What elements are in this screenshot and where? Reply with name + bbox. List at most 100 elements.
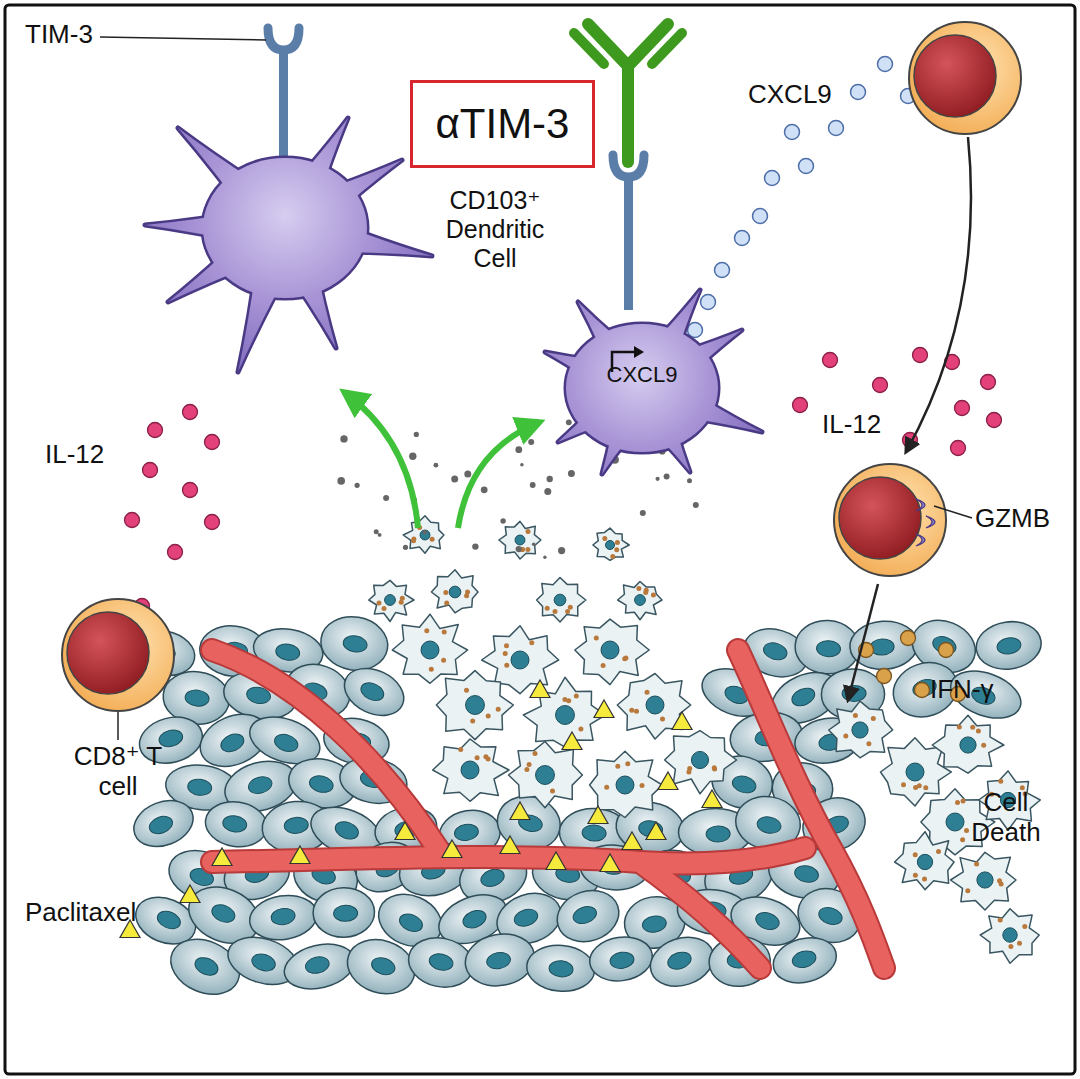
dying-cell-body <box>433 739 509 801</box>
antigen-debris <box>640 510 646 516</box>
tumor-cell-body <box>461 929 539 992</box>
antigen-debris <box>434 463 439 468</box>
cell-debris <box>936 849 941 854</box>
cell-drawing <box>145 118 432 372</box>
cxcl9-molecule <box>851 85 866 100</box>
dying-cell-body <box>575 619 649 685</box>
dying-cell <box>392 614 467 683</box>
dying-cell-body <box>537 578 586 623</box>
antibody-stem <box>622 64 634 162</box>
antigen-debris <box>423 530 427 534</box>
tumor-cell-nucleus <box>284 816 309 834</box>
paclitaxel-symbol <box>600 854 620 872</box>
dying-cell-nucleus <box>946 813 964 831</box>
tumor-cell <box>848 619 919 672</box>
antigen-debris <box>558 547 565 554</box>
tumor-cell-nucleus <box>453 823 479 843</box>
antigen-debris <box>664 474 670 480</box>
dying-cell <box>537 578 586 623</box>
cxcl9-molecule <box>715 263 730 278</box>
cell-debris <box>430 537 435 542</box>
receptor-head <box>268 28 299 50</box>
t-cell-nucleus <box>67 612 149 694</box>
tumor-cell <box>525 943 597 995</box>
tumor-cell <box>587 933 656 985</box>
il12-molecule <box>143 463 158 478</box>
tumor-cell-nucleus <box>147 813 175 836</box>
paclitaxel-symbol <box>658 772 678 790</box>
dying-cell <box>433 739 509 801</box>
tumor-cell <box>768 931 841 989</box>
blood-vessel-edge <box>640 862 760 968</box>
antigen-debris <box>409 453 416 460</box>
antigen-debris <box>532 542 536 546</box>
il12-molecule <box>168 545 183 560</box>
dendritic-cell-body <box>566 324 718 452</box>
cell-debris <box>651 593 656 598</box>
dying-cell-body <box>895 832 955 890</box>
t-cell-body <box>834 464 946 576</box>
blood-vessel <box>212 650 440 852</box>
il12-molecule <box>183 483 198 498</box>
antigen-debris <box>414 432 419 437</box>
tumor-cell-nucleus <box>308 774 335 795</box>
dying-cell-nucleus <box>691 751 708 768</box>
tumor-cell-nucleus <box>270 907 296 926</box>
cell-debris <box>901 782 906 787</box>
tumor-cell-body <box>768 931 841 989</box>
dying-cell <box>369 580 414 621</box>
tumor-cell-body <box>202 798 270 851</box>
drug-label: Paclitaxel <box>25 898 136 928</box>
antigen-debris <box>340 435 347 442</box>
antigen-debris <box>544 488 551 495</box>
tumor-cell-nucleus <box>817 905 845 928</box>
dying-cell-nucleus <box>601 641 619 659</box>
il12-molecule <box>873 378 888 393</box>
outcome-label: Cell Death <box>958 788 1054 848</box>
cell-debris <box>843 734 848 739</box>
cxcl9-molecule <box>765 171 780 186</box>
dendrite-layer <box>145 118 432 372</box>
cell-debris <box>853 713 858 718</box>
dying-cell-nucleus <box>616 776 634 794</box>
dying-cell-nucleus <box>906 763 924 781</box>
tumor-cell <box>247 891 321 944</box>
granzyme-granule <box>916 499 925 511</box>
cell-debris <box>526 529 531 534</box>
dying-cell-nucleus <box>606 541 615 550</box>
tumor-cell-body <box>848 619 919 672</box>
cell-debris <box>464 688 469 693</box>
cell-debris <box>687 766 692 771</box>
dying-cell <box>403 516 444 554</box>
tumor-cell-nucleus <box>789 685 817 710</box>
dying-cell-nucleus <box>511 651 529 669</box>
antigen-debris <box>520 463 524 467</box>
antigen-debris <box>403 545 408 550</box>
cell-debris <box>424 628 429 633</box>
tumor-cell-nucleus <box>369 955 397 978</box>
tumor-cell-nucleus <box>582 824 607 841</box>
antigen-uptake-arrow <box>344 392 418 528</box>
tumor-cell-nucleus <box>333 905 357 922</box>
antigen-debris <box>451 476 458 483</box>
dying-cell <box>523 677 605 747</box>
dying-cell-body <box>593 528 629 560</box>
node-text: CD103⁺ Dendritic Cell <box>435 186 555 272</box>
il12-molecule <box>148 423 163 438</box>
cell-debris <box>377 601 382 606</box>
paclitaxel-symbol <box>672 712 692 730</box>
cell-debris <box>998 779 1003 784</box>
granzyme-granule <box>926 516 935 528</box>
cell-debris <box>565 609 570 614</box>
il12-molecule <box>913 348 928 363</box>
cell-debris <box>643 590 648 595</box>
dendrite-layer <box>145 118 432 372</box>
blood-vessel-edge <box>212 650 440 852</box>
cell-debris <box>614 547 619 552</box>
cell-debris <box>917 783 922 788</box>
dying-cell-body <box>392 614 467 683</box>
dying-cell-body <box>369 580 414 621</box>
tumor-cell-nucleus <box>793 864 820 884</box>
cell-debris <box>486 714 491 719</box>
cell-shape <box>140 90 440 380</box>
